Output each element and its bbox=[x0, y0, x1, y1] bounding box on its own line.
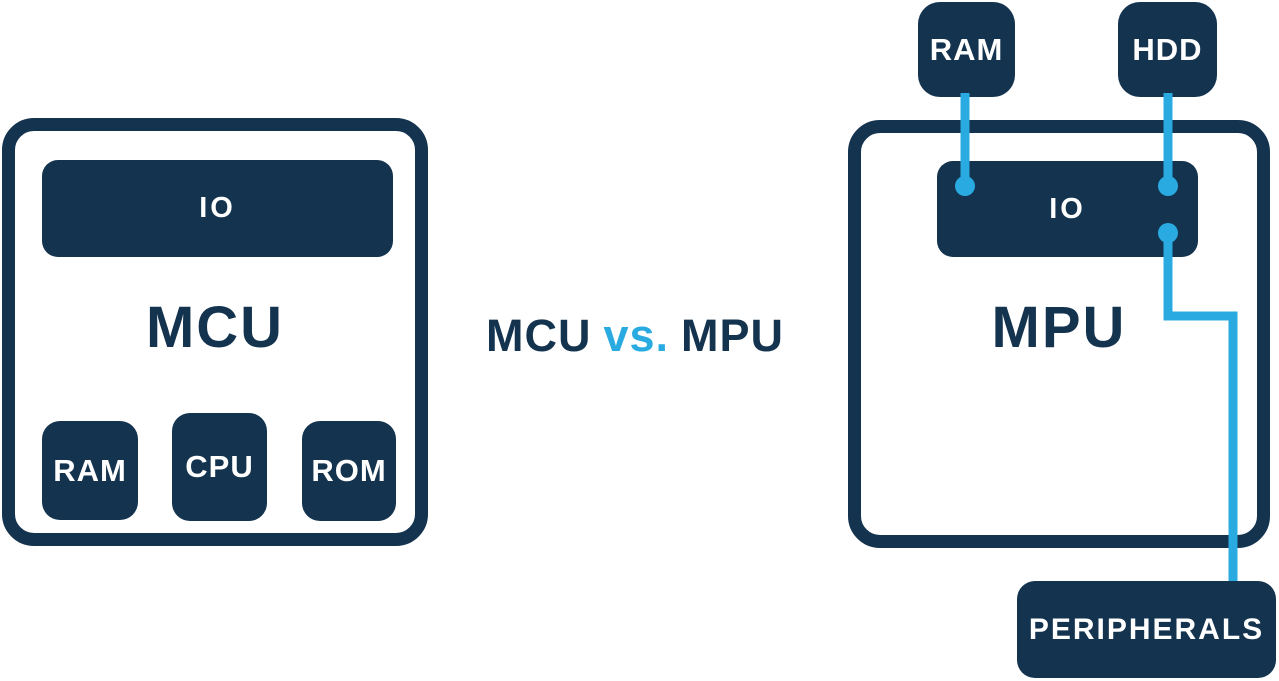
mcu-cpu-label: CPU bbox=[185, 449, 254, 484]
comparison-title-left: MCU bbox=[485, 310, 592, 361]
mpu-title: MPU bbox=[991, 294, 1127, 360]
mpu-io-bar: IO bbox=[937, 161, 1198, 257]
mcu-io-bar: IO bbox=[42, 160, 393, 257]
mcu-cpu-box: CPU bbox=[172, 413, 267, 521]
peripherals-box: PERIPHERALS bbox=[1017, 581, 1276, 678]
mpu-io-label: IO bbox=[1049, 192, 1086, 225]
comparison-title-vs: vs. bbox=[603, 310, 670, 361]
mcu-io-label: IO bbox=[199, 192, 236, 224]
comparison-title: MCU vs. MPU bbox=[425, 310, 845, 362]
mcu-ram-box: RAM bbox=[42, 421, 138, 520]
mpu-external-ram-label: RAM bbox=[929, 31, 1004, 67]
mcu-rom-box: ROM bbox=[302, 421, 396, 521]
comparison-title-right: MPU bbox=[681, 310, 785, 361]
peripherals-label: PERIPHERALS bbox=[1028, 612, 1265, 646]
mpu-external-ram-box: RAM bbox=[918, 2, 1015, 97]
mpu-external-hdd-label: HDD bbox=[1132, 31, 1203, 67]
mcu-ram-label: RAM bbox=[53, 452, 127, 488]
mcu-rom-label: ROM bbox=[311, 453, 387, 488]
mcu-title: MCU bbox=[145, 294, 285, 360]
mpu-external-hdd-box: HDD bbox=[1118, 2, 1217, 97]
